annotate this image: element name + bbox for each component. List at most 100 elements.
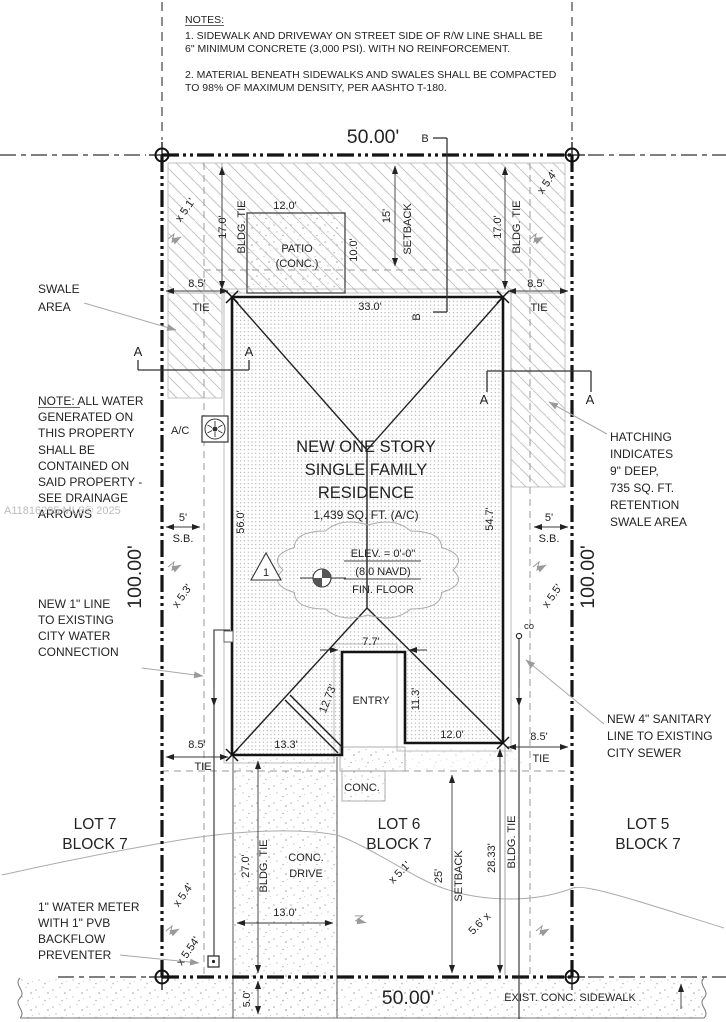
elevation-line-2: (8.0 NAVD) xyxy=(355,566,410,578)
cleanout xyxy=(515,632,523,640)
note-2-line-2: TO 98% OF MAXIMUM DENSITY, PER AASHTO T-… xyxy=(185,82,447,94)
ac-unit xyxy=(201,415,229,443)
lot-5-block-label: BLOCK 7 xyxy=(615,836,680,853)
tie-top-left: TIE xyxy=(192,302,209,314)
roof-hip-lines xyxy=(231,296,504,756)
swale-label-1: SWALE xyxy=(38,282,80,296)
meter-callout-line: BACKFLOW xyxy=(38,932,106,946)
finished-floor-symbol xyxy=(300,568,346,588)
revision-number: 1 xyxy=(263,567,269,579)
street-labels: 5.0' 50.00' EXIST. CONC. SIDEWALK xyxy=(241,987,636,1009)
callout-leaders xyxy=(83,302,608,966)
corner-markers xyxy=(149,142,585,990)
house-depth-right-dim: 54.7' xyxy=(484,507,496,531)
section-b-line xyxy=(433,137,448,313)
revision-cloud xyxy=(276,521,460,619)
note-1-line-1: 1. SIDEWALK AND DRIVEWAY ON STREET SIDE … xyxy=(185,30,543,42)
drive-width-dim: 13.0' xyxy=(273,907,297,919)
side-setback-dims: 5' S.B. 5' S.B. xyxy=(173,512,560,545)
water-callout-line: CITY WATER xyxy=(38,629,111,643)
hatching-legend-line: SWALE AREA xyxy=(610,515,687,529)
patio-depth-dim: 10.0' xyxy=(348,238,360,262)
concrete-driveway xyxy=(232,757,338,1018)
notes-title: NOTES: xyxy=(185,14,224,26)
section-a-label: A xyxy=(134,344,143,359)
house-width-dim: 33.0' xyxy=(358,301,382,313)
retention-swale-hatch xyxy=(167,162,566,488)
tie-85-top-left: 8.5' xyxy=(188,278,205,290)
dimension-lines xyxy=(165,165,685,1015)
entry-label: ENTRY xyxy=(352,695,390,707)
drainage-note-line: GENERATED ON xyxy=(38,410,133,424)
sewer-callout-line: CITY SEWER xyxy=(607,746,682,760)
section-b-bottom-label: B xyxy=(411,313,423,320)
sewer-line-callout: NEW 4" SANITARY LINE TO EXISTING CITY SE… xyxy=(607,712,713,760)
note-2-line-1: 2. MATERIAL BENEATH SIDEWALKS AND SWALES… xyxy=(185,69,557,81)
side-setback-left: 5' xyxy=(179,512,187,524)
sanitary-sewer-line xyxy=(515,632,523,1019)
side-setback-right-label: S.B. xyxy=(539,533,560,545)
entry-depth-dim: 11.3' xyxy=(410,688,422,711)
revision-triangle xyxy=(250,551,282,581)
drainage-note-line: ARROWS xyxy=(38,507,92,521)
street-width-dim: 50.00' xyxy=(382,987,435,1009)
drainage-note-line: SEE DRAINAGE xyxy=(38,491,128,505)
swale-area-callout: SWALE AREA xyxy=(38,282,80,314)
front-tie-right-label: BLDG. TIE xyxy=(506,816,518,869)
lot-labels: LOT 7 BLOCK 7 LOT 6 BLOCK 7 LOT 5 BLOCK … xyxy=(62,816,680,853)
rear-setback-value: 15' xyxy=(381,209,393,223)
depth-left-dim: 100.00' xyxy=(124,545,146,608)
water-callout-line: TO EXISTING xyxy=(38,613,114,627)
sidewalk-band xyxy=(17,977,707,1019)
drainage-note-line: SHALL BE xyxy=(38,443,95,457)
elevation-line-3: FIN. FLOOR xyxy=(352,584,414,596)
drive-label-2: DRIVE xyxy=(289,868,323,880)
patio-label-2: (CONC.) xyxy=(276,258,319,270)
drainage-note-line: NOTE: ALL WATER xyxy=(38,394,144,408)
rear-setback-label: SETBACK xyxy=(402,203,414,255)
sidewalk-width-dim: 5.0' xyxy=(241,991,253,1008)
elevation-line-1: ELEV. = 0'-0" xyxy=(351,548,416,560)
water-service-line xyxy=(207,629,230,968)
front-tie-right-dim: 28.33' xyxy=(486,843,498,873)
entry-width-dim: 7.7' xyxy=(362,636,379,648)
property-boundary xyxy=(0,2,726,979)
lot-7-block-label: BLOCK 7 xyxy=(62,836,127,853)
side-setback-right: 5' xyxy=(545,512,553,524)
drainage-note-line: THIS PROPERTY xyxy=(38,426,134,440)
meter-callout-line: PREVENTER xyxy=(38,948,112,962)
drive-label-1: CONC. xyxy=(288,852,323,864)
residence-title: NEW ONE STORY SINGLE FAMILY RESIDENCE 1,… xyxy=(235,438,496,596)
lot-6-block-label: BLOCK 7 xyxy=(366,836,431,853)
front-tie-left-dim: 27.0' xyxy=(240,854,252,878)
sewer-callout-line: NEW 4" SANITARY xyxy=(607,712,712,726)
hatching-legend-line: 735 SQ. FT. xyxy=(610,481,674,495)
lot-5-label: LOT 5 xyxy=(627,816,670,833)
section-a-labels: A A A A xyxy=(134,344,595,407)
tie-85-bottom-left: 8.5' xyxy=(188,739,205,751)
drainage-note-callout: NOTE: ALL WATER GENERATED ON THIS PROPER… xyxy=(38,394,144,521)
section-a-label: A xyxy=(245,344,254,359)
south-wall-right-dim: 12.0' xyxy=(440,729,464,741)
section-a-label: A xyxy=(586,392,595,407)
driveway-labels: CONC. DRIVE 13.0' xyxy=(273,852,323,919)
side-tie-dims-top: 8.5' TIE 8.5' TIE xyxy=(188,278,547,314)
front-setback-value: 25' xyxy=(433,869,445,883)
tie-bottom-left: TIE xyxy=(194,761,211,773)
notes-block: NOTES: 1. SIDEWALK AND DRIVEWAY ON STREE… xyxy=(185,14,557,94)
hatching-legend-line: RETENTION xyxy=(610,498,679,512)
tie-17-left: 17.0' xyxy=(217,215,229,239)
water-line-callout: NEW 1" LINE TO EXISTING CITY WATER CONNE… xyxy=(38,597,119,659)
drainage-note-line: SAID PROPERTY - xyxy=(38,475,142,489)
meter-callout-line: 1" WATER METER xyxy=(38,900,140,914)
side-setback-left-label: S.B. xyxy=(173,533,194,545)
cleanout-label: co xyxy=(524,621,534,632)
residence-title-line-2: SINGLE FAMILY xyxy=(305,461,428,479)
mls-watermark: A11816295 MLS© 2025 xyxy=(4,505,121,517)
tie-85-top-right: 8.5' xyxy=(527,278,544,290)
bldg-tie-left: BLDG. TIE xyxy=(236,201,248,254)
tie-bottom-right: TIE xyxy=(532,753,549,765)
residence-title-line-1: NEW ONE STORY xyxy=(296,438,436,456)
